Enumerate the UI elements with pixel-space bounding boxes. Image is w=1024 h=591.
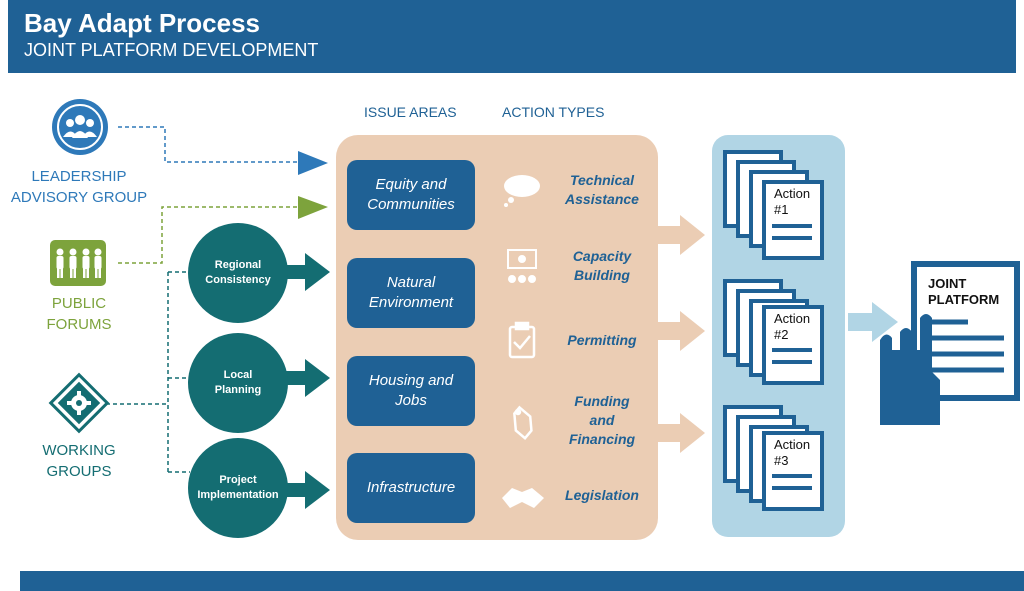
stakeholder-leadership-label: LEADERSHIP ADVISORY GROUP	[8, 166, 150, 208]
joint-platform-line: JOINT	[928, 276, 967, 291]
joint-platform-line: PLATFORM	[928, 292, 1000, 307]
working-group-line: Planning	[214, 384, 262, 396]
working-group-line: Regional	[214, 259, 262, 271]
issue-line: Jobs	[395, 392, 427, 409]
working-group-line: Local	[223, 369, 253, 381]
action-3-label: Action #3	[774, 437, 810, 469]
gear-icon	[48, 372, 110, 434]
action-type-funding: Funding and Financing	[556, 392, 648, 449]
issue-areas-heading: ISSUE AREAS	[364, 104, 457, 120]
issue-line: Natural	[386, 274, 436, 291]
stakeholder-line: GROUPS	[46, 463, 112, 480]
action-2-label: Action #2	[774, 311, 810, 343]
crowd-icon	[50, 240, 106, 286]
action-line: Action	[774, 311, 811, 326]
stakeholder-public-label: PUBLIC FORUMS	[8, 293, 150, 335]
action-type-line: Building	[574, 267, 630, 283]
action-type-line: Permitting	[567, 332, 637, 348]
action-types-heading: ACTION TYPES	[502, 104, 605, 120]
stakeholder-line: PUBLIC	[51, 295, 107, 312]
header-banner: Bay Adapt Process JOINT PLATFORM DEVELOP…	[8, 0, 1016, 73]
leadership-arrow	[298, 151, 328, 175]
action-type-capacity: Capacity Building	[556, 247, 648, 285]
issue-line: Infrastructure	[366, 479, 456, 496]
hand-icon	[880, 314, 940, 425]
presentation-icon	[507, 249, 537, 283]
issue-line: Communities	[367, 196, 455, 213]
action-type-technical: Technical Assistance	[556, 171, 648, 209]
action-type-line: Technical	[569, 172, 635, 188]
chat-bubble-icon	[504, 175, 540, 207]
action-arrows	[658, 215, 705, 453]
issue-line: Environment	[368, 294, 454, 311]
joint-platform-label: JOINT PLATFORM	[928, 276, 999, 308]
action-doc-1	[723, 150, 824, 260]
footer-banner	[20, 571, 1024, 591]
action-line: #1	[774, 202, 789, 217]
people-group-icon	[52, 99, 108, 155]
action-type-legislation: Legislation	[556, 486, 648, 505]
issue-line: Housing and	[368, 372, 454, 389]
action-type-line: Funding	[574, 393, 630, 409]
action-1-label: Action #1	[774, 186, 810, 218]
action-doc-3	[723, 405, 824, 511]
working-group-arrows	[285, 253, 330, 509]
working-group-line: Project	[219, 474, 257, 486]
action-type-line: Financing	[568, 431, 636, 447]
page-subtitle: JOINT PLATFORM DEVELOPMENT	[24, 40, 319, 60]
action-line: Action	[774, 186, 811, 201]
working-groups-connector	[106, 271, 190, 473]
working-group-line: Implementation	[197, 489, 279, 501]
action-line: #2	[774, 327, 789, 342]
issue-infrastructure: Infrastructure	[347, 453, 475, 523]
public-forums-connector	[118, 206, 300, 264]
stakeholder-line: LEADERSHIP	[31, 168, 127, 185]
stakeholder-line: ADVISORY GROUP	[10, 189, 148, 206]
action-type-line: Capacity	[572, 248, 632, 264]
stakeholder-working-label: WORKING GROUPS	[8, 440, 150, 482]
page-title: Bay Adapt Process	[24, 8, 261, 38]
action-line: #3	[774, 453, 789, 468]
working-group-line: Consistency	[205, 274, 271, 286]
action-doc-2	[723, 279, 824, 385]
action-type-line: Legislation	[565, 487, 639, 503]
action-line: Action	[774, 437, 811, 452]
stakeholder-line: WORKING	[42, 442, 116, 459]
clipboard-check-icon	[508, 321, 536, 359]
public-forums-arrow	[298, 196, 328, 219]
action-type-line: and	[589, 412, 615, 428]
action-type-permitting: Permitting	[556, 331, 648, 350]
price-tag-icon	[513, 405, 533, 440]
joint-platform-icon	[880, 261, 1020, 425]
issue-line: Equity and	[375, 176, 447, 193]
handshake-icon	[502, 488, 544, 508]
leadership-connector	[118, 126, 300, 163]
stakeholder-line: FORUMS	[46, 316, 112, 333]
joint-platform-arrow	[848, 302, 898, 342]
action-type-line: Assistance	[565, 191, 639, 207]
